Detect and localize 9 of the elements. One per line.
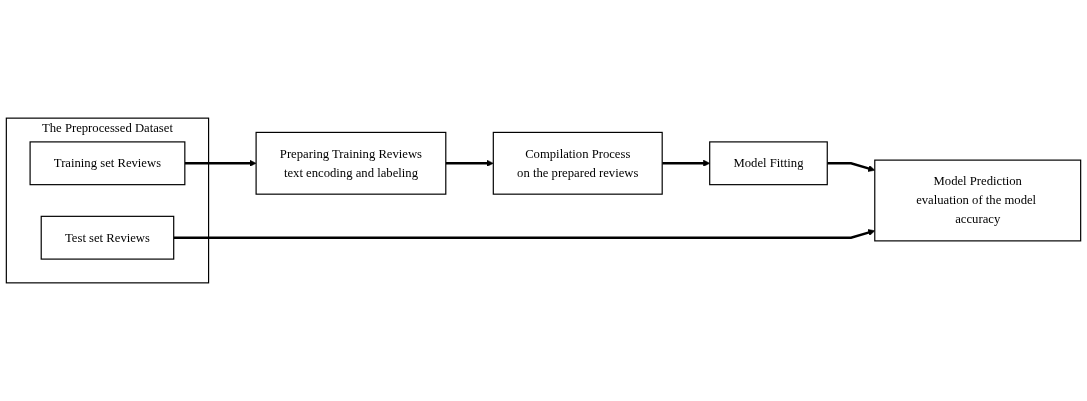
node-box: Preparing Training Reviews text encoding and labeling: [255, 131, 447, 195]
node-box: Test set Reviews: [40, 215, 175, 260]
node-box: Training set Reviews: [29, 141, 186, 186]
node-box: Model Fitting: [709, 141, 828, 186]
node-box: Compilation Process on the prepared reviews: [492, 131, 663, 195]
arrow: [662, 159, 710, 167]
node-box: Model Prediction evaluation of the model accuracy: [874, 159, 1082, 242]
arrow: [445, 159, 494, 167]
arrow: [184, 159, 257, 167]
